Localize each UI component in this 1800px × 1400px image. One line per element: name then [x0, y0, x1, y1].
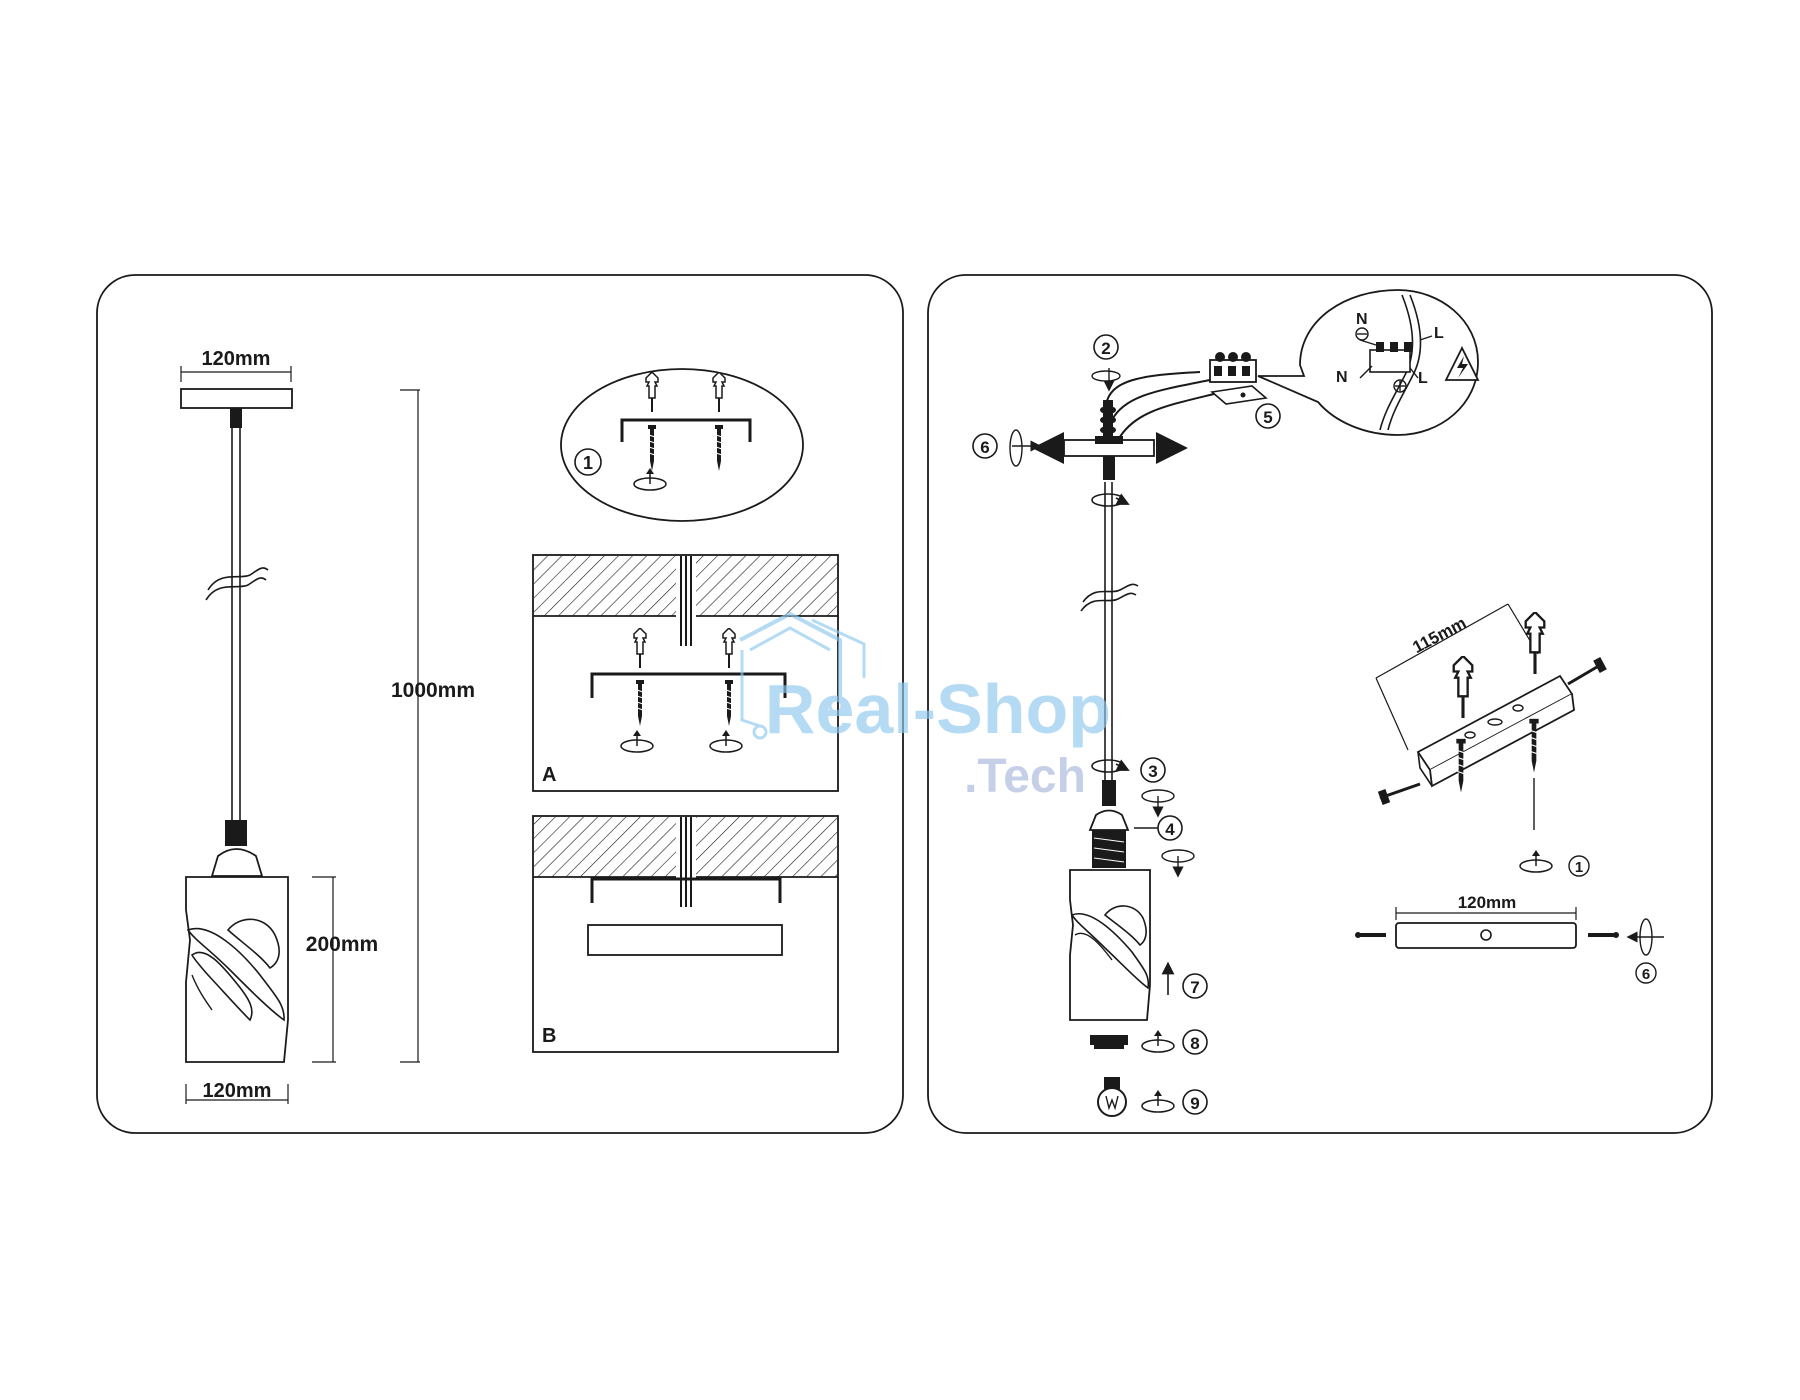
step-6-number: 6: [980, 438, 989, 457]
wire-neutral-top: N: [1356, 311, 1368, 328]
bracket-length-label: 120mm: [1458, 893, 1517, 912]
lamp-side-view: [180, 388, 293, 1063]
lamp-socket: [1088, 809, 1130, 831]
mount-b-label: B: [542, 1025, 556, 1047]
watermark: Real-Shop .Tech: [739, 611, 1111, 803]
step-4-number: 4: [1165, 820, 1175, 839]
step-1-detail: 1: [560, 368, 804, 522]
shade-ring: [1090, 1035, 1128, 1045]
step-3-number: 3: [1148, 762, 1157, 781]
exploded-lamp: 2 6 3: [972, 334, 1223, 1117]
step-8-number: 8: [1190, 1034, 1199, 1053]
shade-width-dimension: 120mm: [185, 1080, 289, 1104]
mount-b-panel: B: [532, 815, 839, 1053]
step-9-number: 9: [1190, 1094, 1199, 1113]
wiring-callout: N L N L: [1257, 289, 1480, 436]
step-2-number: 2: [1101, 339, 1110, 358]
electric-hazard-icon: [1444, 345, 1480, 381]
ceiling-canopy: [180, 388, 293, 409]
bracket-spacing-label: 115mm: [1409, 613, 1469, 657]
shade-height-dimension: 200mm: [306, 876, 378, 1063]
bracket-perspective: 115mm 1: [1375, 603, 1607, 877]
canopy-width-label: 120mm: [202, 348, 271, 370]
wire-neutral-bottom: N: [1336, 369, 1348, 386]
watermark-line2: .Tech: [964, 750, 1086, 803]
total-height-dimension: 1000mm: [391, 389, 475, 1063]
step-1-number: 1: [583, 453, 593, 473]
bracket-front: 120mm 6: [1355, 893, 1664, 984]
step-5-number: 5: [1263, 408, 1272, 427]
watermark-line1: Real-Shop: [765, 670, 1111, 748]
ground-symbol-icon: [1355, 327, 1369, 341]
wire-live-top: L: [1434, 325, 1444, 342]
socket-cover: [210, 848, 264, 877]
ground-symbol-icon: [1393, 379, 1407, 393]
right-panel-frame: [927, 274, 1713, 1134]
bracket-step-6-number: 6: [1642, 966, 1650, 983]
shade-width-label: 120mm: [203, 1080, 272, 1102]
shade-height-label: 200mm: [306, 933, 378, 956]
wire-live-bottom: L: [1418, 370, 1428, 387]
mount-a-label: A: [542, 764, 556, 786]
total-height-label: 1000mm: [391, 679, 475, 702]
step-7-number: 7: [1190, 978, 1199, 997]
bracket-step-1-number: 1: [1575, 859, 1583, 876]
left-panel-frame: [96, 274, 904, 1134]
terminal-block: 5: [1209, 352, 1281, 429]
canopy-width-dimension: 120mm: [180, 348, 292, 382]
light-bulb-icon: [1097, 1077, 1127, 1117]
